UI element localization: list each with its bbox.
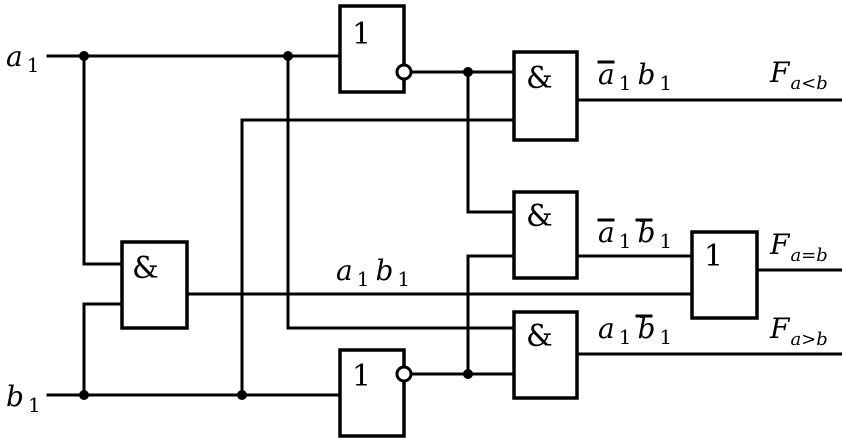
junction-a1-2 [283, 51, 293, 61]
output-label-lt: Fa<b [769, 56, 828, 94]
gate-and-lt: & [512, 50, 579, 142]
junctions [79, 51, 473, 400]
gate-and-lt-symbol: & [526, 61, 553, 96]
output-label-gt: Fa>b [769, 312, 828, 350]
gate-or-eq-symbol: 1 [704, 239, 723, 274]
gate-not-b1: 1 [338, 348, 413, 438]
gate-and-ab: & [120, 240, 189, 330]
gate-and-gt: & [512, 310, 579, 400]
wires [46, 54, 842, 397]
output-label-eq: Fa=b [769, 228, 828, 266]
junction-b1-1 [79, 390, 89, 400]
gate-and-eq-bar: & [512, 190, 579, 280]
junction-not-b1 [463, 369, 473, 379]
junction-a1-1 [79, 51, 89, 61]
gate-and-gt-symbol: & [526, 319, 553, 354]
gate-not-a1-symbol: 1 [352, 17, 371, 52]
gate-and-eq-bar-symbol: & [526, 199, 553, 234]
junction-b1-2 [237, 390, 247, 400]
gate-and-ab-symbol: & [132, 251, 159, 286]
gate-not-a1: 1 [338, 4, 413, 94]
gate-or-eq: 1 [690, 230, 759, 320]
gate-not-b1-symbol: 1 [352, 359, 371, 394]
junction-not-a1 [463, 67, 473, 77]
